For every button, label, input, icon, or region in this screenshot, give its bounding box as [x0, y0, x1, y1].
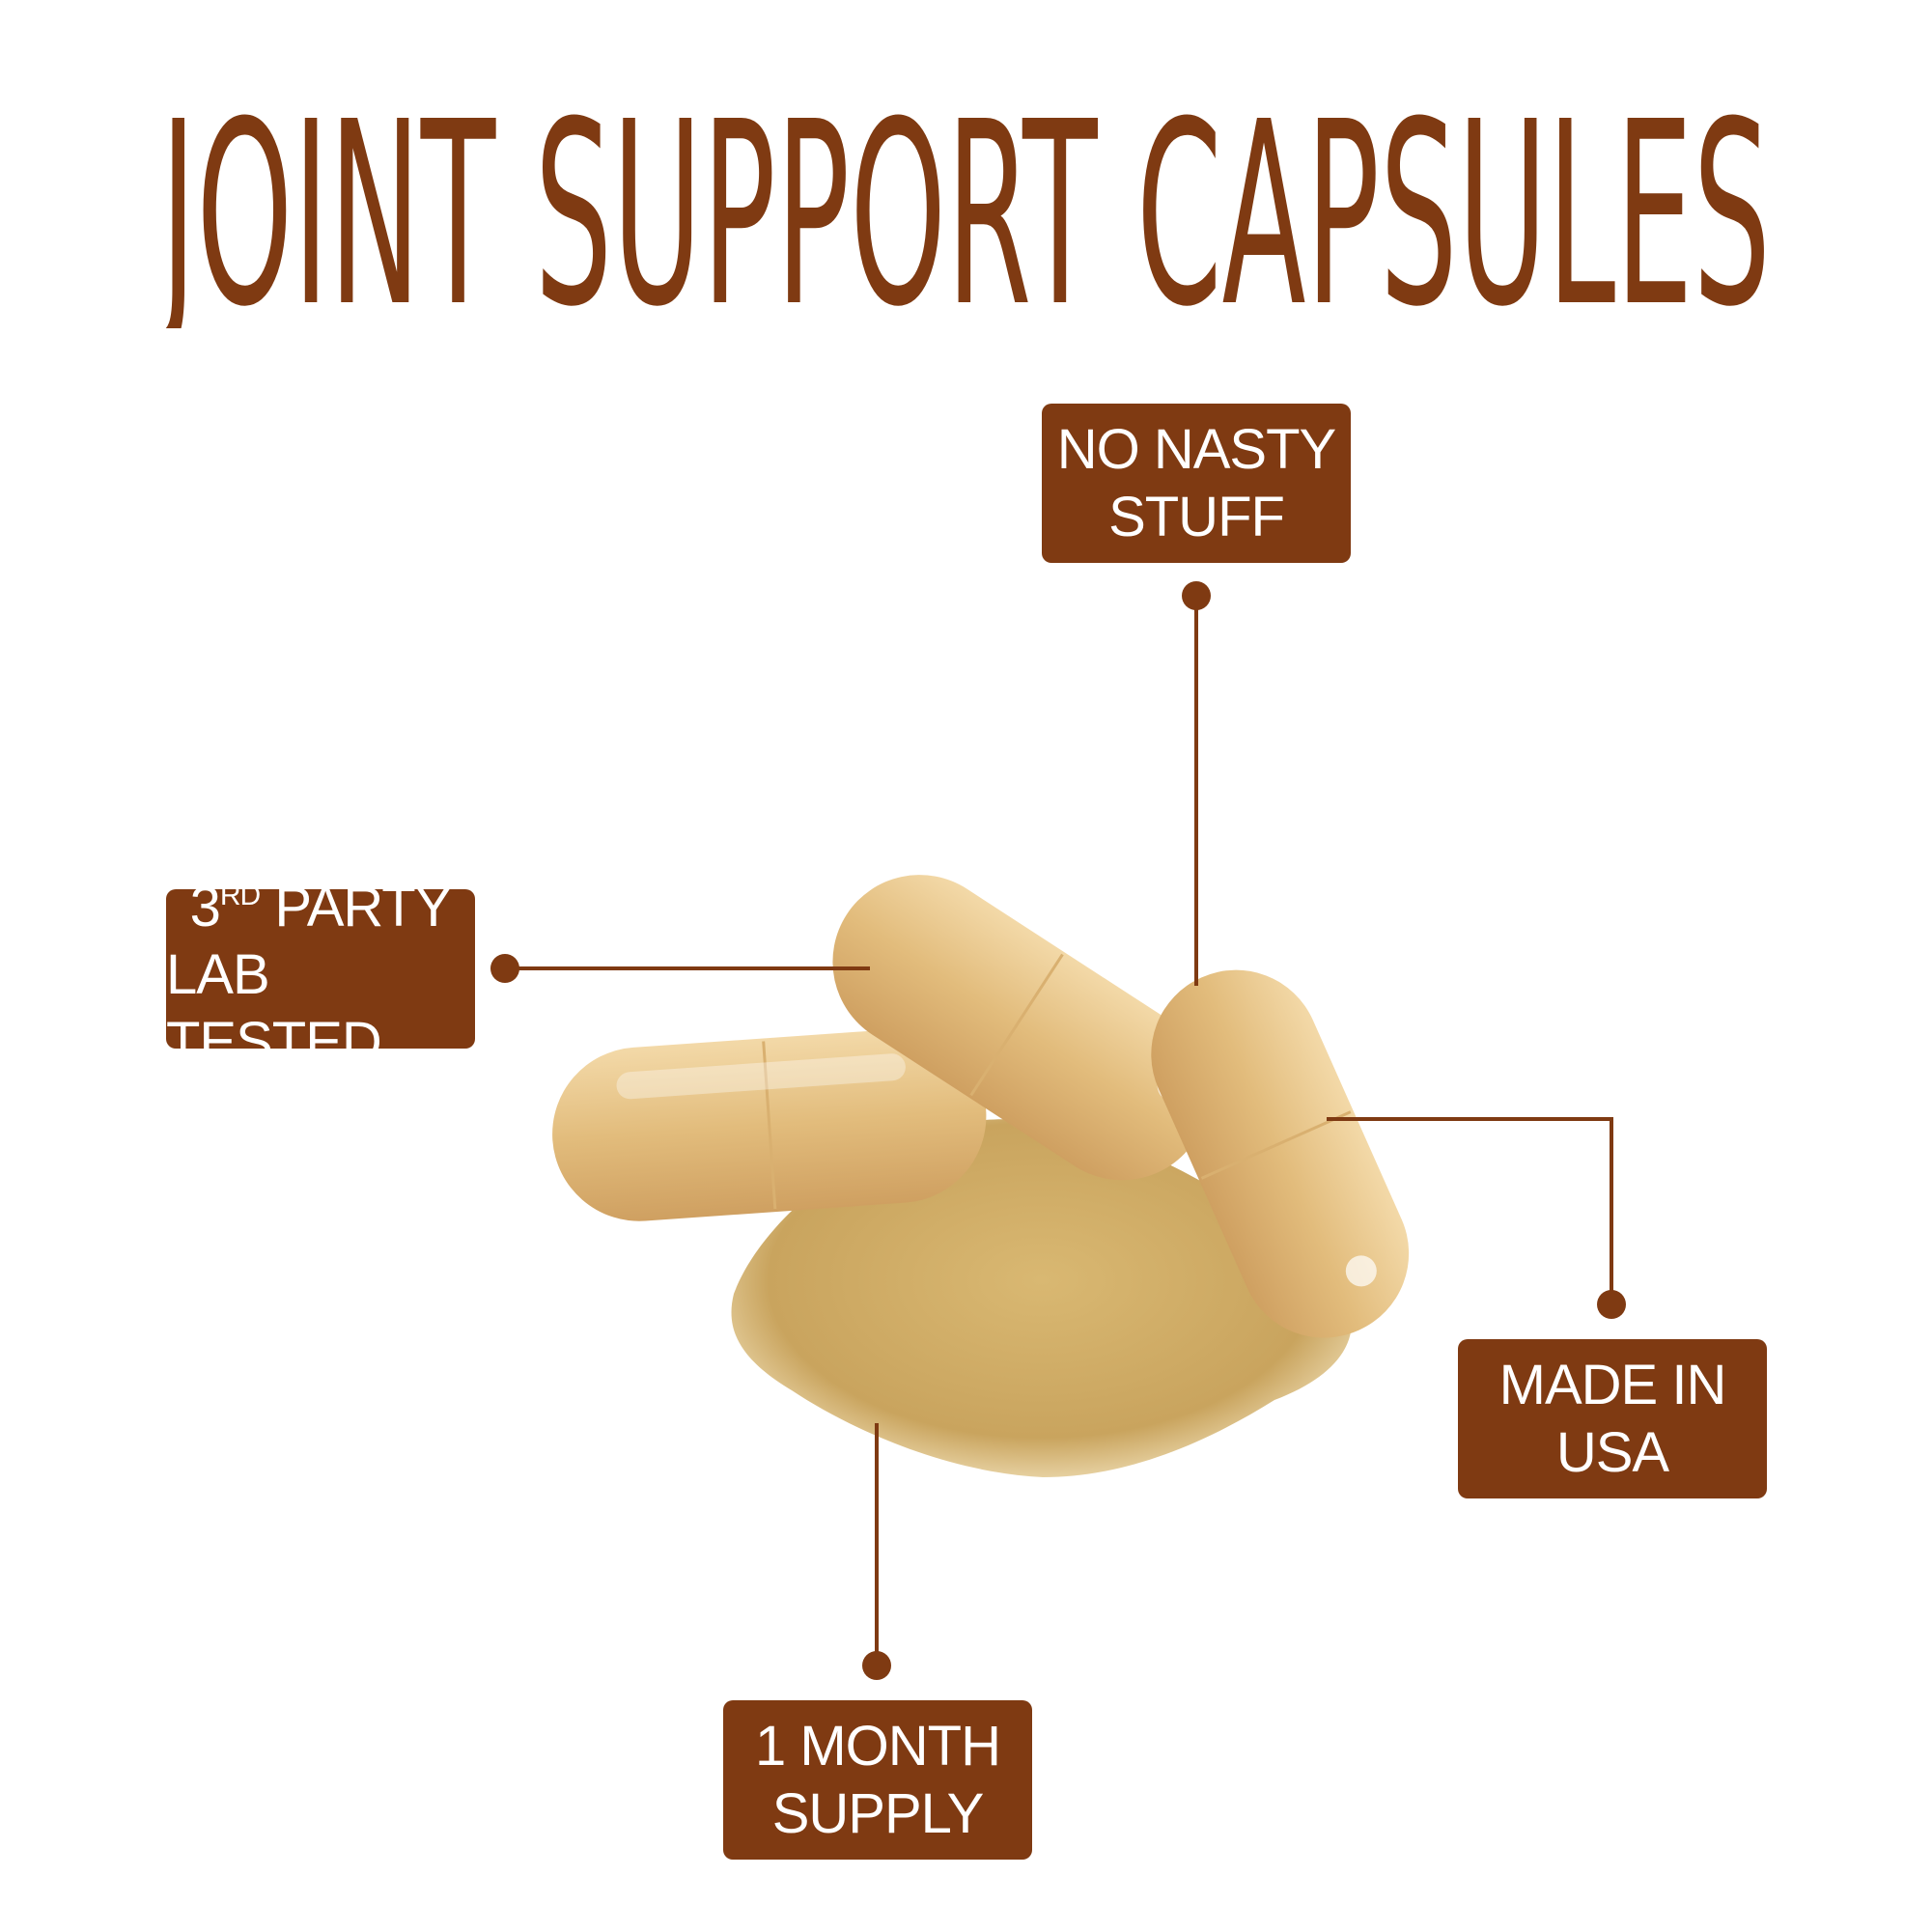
badge-lab-tested: 3RD PARTY LAB TESTED [166, 876, 475, 1074]
badge-no-nasty-stuff: NO NASTY STUFF [1042, 404, 1351, 563]
badge-superscript: RD [219, 879, 261, 911]
badge-text: PARTY [260, 875, 452, 938]
capsule-right [1151, 969, 1410, 1338]
badge-number: 3 [189, 875, 221, 938]
badge-line: NO NASTY [1056, 417, 1336, 481]
callout-dot-supply [862, 1651, 891, 1680]
callout-line-made-in-usa [1327, 1117, 1613, 1304]
badge-made-in-usa: MADE IN USA [1458, 1339, 1767, 1498]
badge-line: 3RD PARTY [189, 862, 453, 941]
badge-line: 1 MONTH [755, 1714, 1001, 1778]
callout-dot-lab-tested [490, 954, 519, 983]
callout-dot-no-nasty [1182, 581, 1211, 610]
powder-pile [731, 1119, 1352, 1477]
callout-dot-made-in-usa [1597, 1290, 1626, 1319]
badge-line: USA [1555, 1420, 1669, 1484]
badge-line: STUFF [1108, 485, 1285, 548]
badge-line: LAB TESTED [166, 942, 382, 1074]
page-title-wrap: JOINT SUPPORT CAPSULES [153, 68, 1771, 328]
badge-month-supply: 1 MONTH SUPPLY [723, 1700, 1032, 1860]
badge-line: SUPPLY [771, 1781, 985, 1845]
page-title: JOINT SUPPORT CAPSULES [153, 68, 1771, 328]
badge-line: MADE IN [1498, 1353, 1727, 1416]
capsule-left [552, 1028, 987, 1221]
callout-lines [505, 596, 1613, 1666]
